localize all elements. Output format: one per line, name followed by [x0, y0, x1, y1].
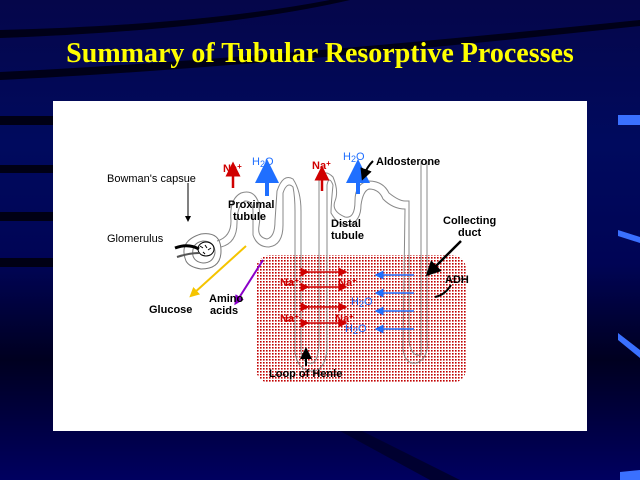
accent-dash: [620, 470, 640, 480]
h-text: H: [343, 151, 351, 163]
slide-title: Summary of Tubular Resorptive Processes: [66, 38, 574, 69]
na-exchange-arrows: [300, 267, 348, 328]
nephron-tubule: [216, 161, 428, 372]
stripe: [0, 258, 55, 267]
stripe: [0, 0, 350, 38]
label-proximal-1: Proximal: [228, 199, 275, 211]
label-bowmans-capsule: Bowman's capsue: [107, 173, 196, 185]
na-text: Na: [338, 277, 353, 289]
collecting-duct-pointer: [425, 240, 462, 277]
accent-dash: [618, 230, 640, 243]
two-text: 2: [259, 159, 265, 169]
label-loop-of-henle: Loop of Henle: [269, 368, 343, 380]
label-adh: ADH: [445, 274, 469, 286]
na-label-distal: Na+: [312, 158, 331, 172]
accent-dash: [618, 333, 640, 358]
aldosterone-pointer: [360, 160, 374, 181]
o-text: O: [357, 323, 367, 335]
two-text: 2: [350, 154, 356, 164]
na-label-loop-2: Na+: [338, 275, 357, 289]
h2o-label-distal: H2O: [343, 151, 365, 165]
na-label-loop-1: Na+: [280, 275, 299, 289]
label-aldosterone: Aldosterone: [376, 156, 441, 168]
h2o-label-collecting-2: H2O: [345, 323, 367, 337]
h2o-label-collecting-1: H2O: [351, 296, 373, 310]
label-glucose: Glucose: [149, 304, 193, 316]
na-text: Na: [223, 163, 238, 175]
h2o-collecting-arrows: [374, 270, 414, 334]
label-distal-2: tubule: [331, 230, 364, 242]
stripe: [340, 430, 460, 480]
plus-text: +: [352, 276, 357, 285]
h2o-label-proximal: H2O: [252, 156, 274, 170]
plus-text: +: [326, 159, 331, 168]
two-text: 2: [358, 299, 364, 309]
glucose-arrow: [189, 245, 247, 298]
h-text: H: [345, 323, 353, 335]
stripe: [0, 165, 55, 173]
plus-text: +: [349, 312, 354, 321]
label-collecting-1: Collecting: [443, 215, 497, 227]
plus-text: +: [237, 162, 242, 171]
na-text: Na: [280, 277, 295, 289]
label-glomerulus: Glomerulus: [107, 233, 164, 245]
na-label-proximal: Na+: [223, 161, 242, 175]
h-text: H: [351, 296, 359, 308]
plus-text: +: [294, 312, 299, 321]
label-proximal-2: tubule: [233, 211, 266, 223]
label-amino-2: acids: [210, 305, 239, 317]
stripe: [0, 212, 55, 221]
accent-dash: [618, 115, 640, 125]
nephron-diagram: [174, 159, 466, 383]
label-collecting-2: duct: [458, 227, 482, 239]
na-text: Na: [280, 313, 295, 325]
glomerulus: [174, 241, 215, 258]
na-label-loop-4: Na+: [335, 311, 354, 325]
bowmans-capsule: [183, 233, 222, 270]
adh-pointer: [434, 284, 452, 298]
na-label-loop-3: Na+: [280, 311, 299, 325]
stripe: [0, 20, 640, 80]
diagram-panel: Bowman's capsue Glomerulus Proximal tubu…: [53, 101, 587, 431]
na-text: Na: [312, 160, 327, 172]
amino-acids-arrow: [234, 259, 264, 306]
na-text: Na: [335, 313, 350, 325]
stripe: [0, 116, 55, 125]
h-text: H: [252, 156, 260, 168]
plus-text: +: [294, 276, 299, 285]
o-text: O: [355, 151, 365, 163]
o-text: O: [363, 296, 373, 308]
label-amino-1: Amino: [209, 293, 244, 305]
o-text: O: [264, 156, 274, 168]
two-text: 2: [352, 326, 358, 336]
label-distal-1: Distal: [331, 218, 361, 230]
